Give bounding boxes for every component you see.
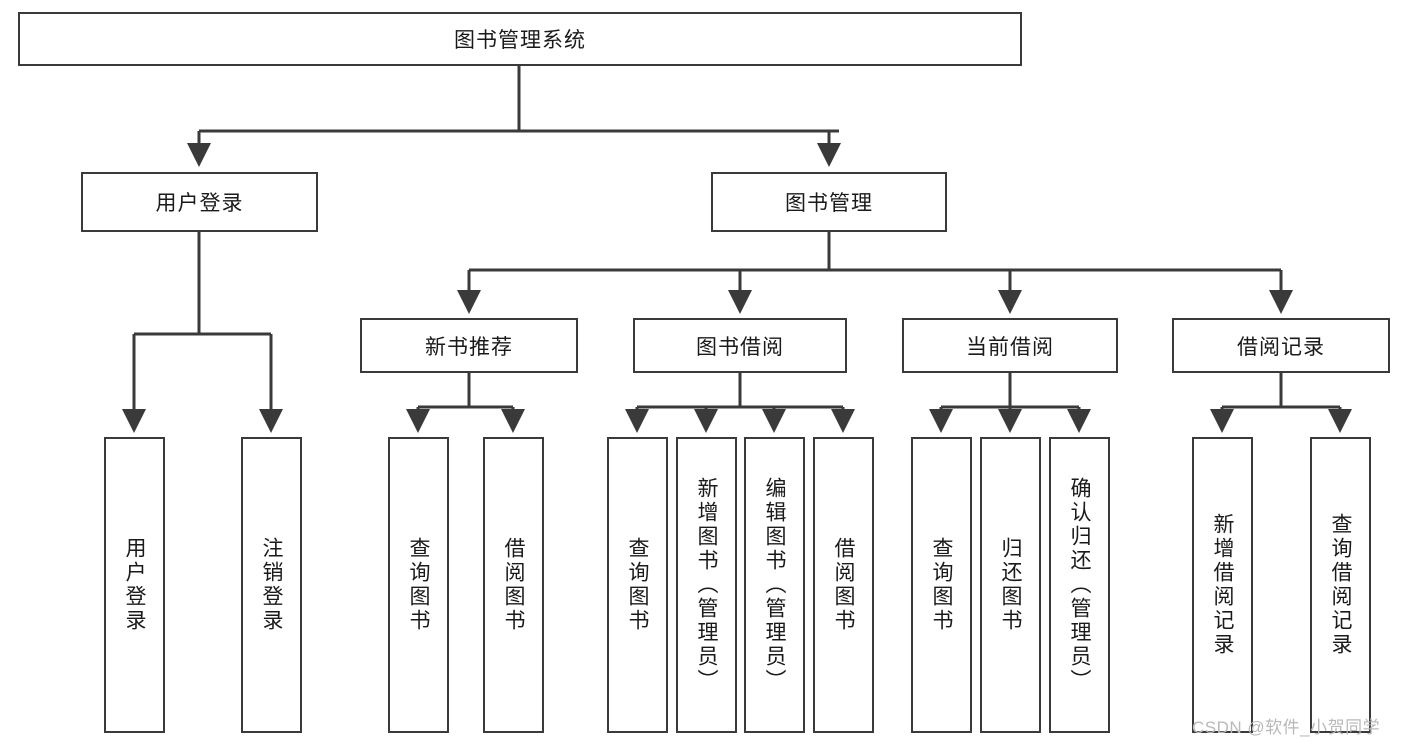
node-label: 查询借阅记录 <box>1329 513 1352 657</box>
node-label: 用户登录 <box>123 537 146 633</box>
node-current-borrow[interactable]: 当前借阅 <box>902 318 1118 373</box>
leaf-confirm-return-admin[interactable]: 确认归还（管理员） <box>1049 437 1110 733</box>
node-label: 图书管理系统 <box>454 29 586 52</box>
node-label: 借阅图书 <box>502 537 525 633</box>
node-label: 归还图书 <box>999 537 1022 633</box>
node-root-book-management-system[interactable]: 图书管理系统 <box>18 12 1022 66</box>
node-label: 借阅记录 <box>1237 335 1325 359</box>
node-label: 注销登录 <box>260 537 283 633</box>
leaf-add-book-admin[interactable]: 新增图书（管理员） <box>676 437 737 733</box>
node-label: 查询图书 <box>930 537 953 633</box>
node-label: 编辑图书（管理员） <box>763 477 786 693</box>
leaf-query-borrow-record[interactable]: 查询借阅记录 <box>1310 437 1371 733</box>
leaf-borrow-book[interactable]: 借阅图书 <box>813 437 874 733</box>
node-label: 新增图书（管理员） <box>695 477 718 693</box>
node-label: 查询图书 <box>626 537 649 633</box>
node-book-borrow[interactable]: 图书借阅 <box>633 318 847 373</box>
node-label: 借阅图书 <box>832 537 855 633</box>
leaf-query-book-new-rec[interactable]: 查询图书 <box>388 437 449 733</box>
leaf-borrow-book-new-rec[interactable]: 借阅图书 <box>483 437 544 733</box>
node-label: 图书借阅 <box>696 335 784 359</box>
node-label: 图书管理 <box>785 192 873 215</box>
node-label: 确认归还（管理员） <box>1068 477 1091 693</box>
leaf-add-borrow-record[interactable]: 新增借阅记录 <box>1192 437 1253 733</box>
csdn-watermark: CSDN @软件_小贺同学 <box>1192 718 1381 737</box>
leaf-query-book-borrow[interactable]: 查询图书 <box>607 437 668 733</box>
node-borrow-record[interactable]: 借阅记录 <box>1172 318 1390 373</box>
node-book-management[interactable]: 图书管理 <box>711 172 947 232</box>
node-label: 用户登录 <box>155 192 244 215</box>
leaf-user-login[interactable]: 用户登录 <box>104 437 165 733</box>
node-new-book-recommendation[interactable]: 新书推荐 <box>360 318 578 373</box>
node-label: 新书推荐 <box>425 335 513 359</box>
node-label: 查询图书 <box>407 537 430 633</box>
node-label: 新增借阅记录 <box>1211 513 1234 657</box>
leaf-edit-book-admin[interactable]: 编辑图书（管理员） <box>744 437 805 733</box>
leaf-return-book[interactable]: 归还图书 <box>980 437 1041 733</box>
leaf-query-book-current[interactable]: 查询图书 <box>911 437 972 733</box>
leaf-user-logout[interactable]: 注销登录 <box>241 437 302 733</box>
node-user-login[interactable]: 用户登录 <box>81 172 318 232</box>
node-label: 当前借阅 <box>966 335 1054 359</box>
